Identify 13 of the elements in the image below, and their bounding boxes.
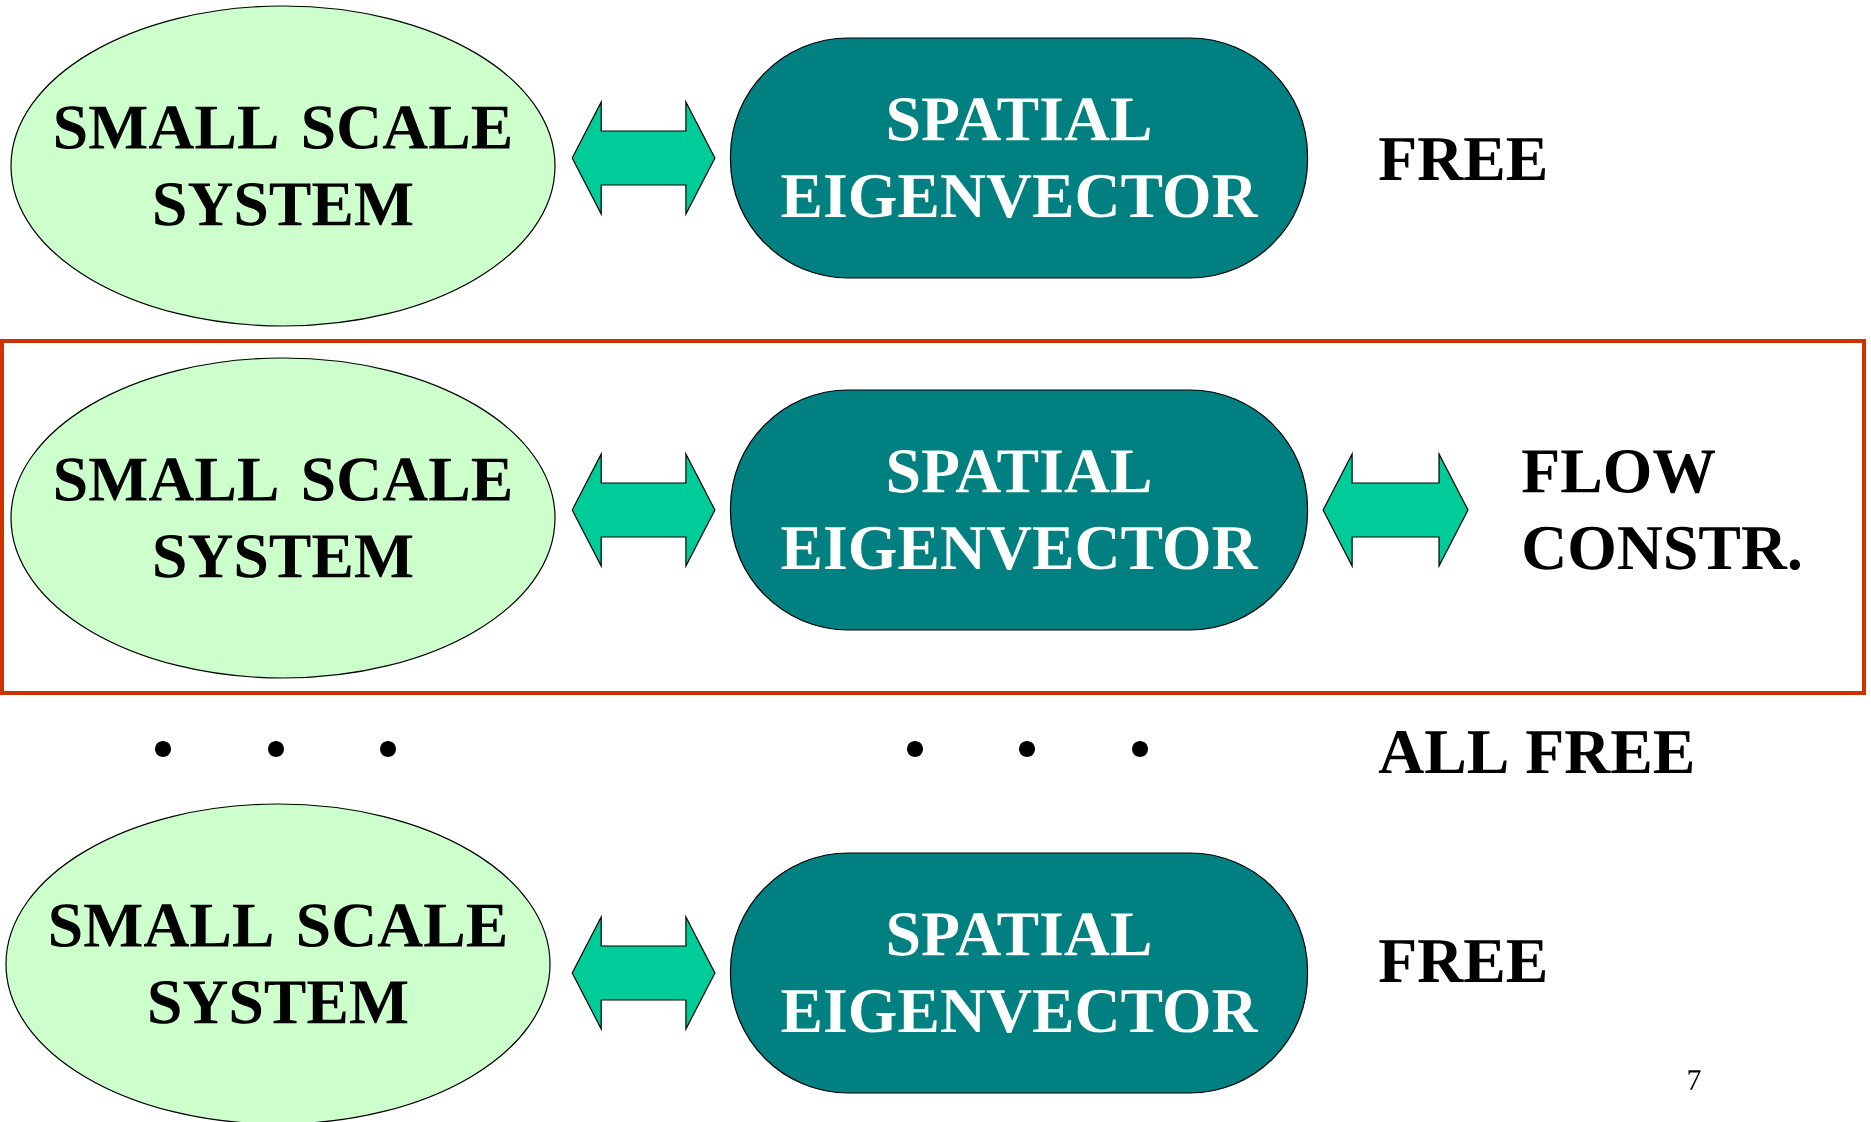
page-number: 7 [1688,1070,1701,1090]
status-label: FREE [1379,940,1545,982]
status-label: FREE [1379,138,1545,180]
double-arrow [571,99,716,217]
highlight-frame [0,339,1867,695]
eigenvector-box: SPATIAL EIGENVECTOR [729,852,1309,1094]
double-arrow [571,914,716,1032]
double-arrow [1322,451,1469,569]
eigenvector-box: SPATIAL EIGENVECTOR [729,389,1309,631]
status-label: ALL FREE [1378,730,1693,774]
eigenvector-box: SPATIAL EIGENVECTOR [729,37,1309,279]
constraint-text: FLOW CONSTR. [1522,450,1801,570]
double-arrow [571,451,716,569]
